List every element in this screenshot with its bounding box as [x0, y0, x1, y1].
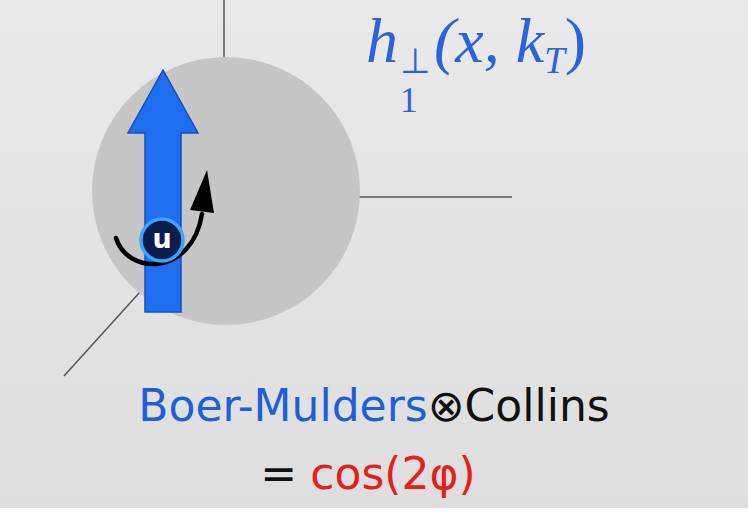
- formula: h⊥1(x, kT): [366, 6, 586, 118]
- caption-term: Boer-Mulders: [138, 380, 427, 431]
- bottom-band: [0, 508, 748, 521]
- formula-symbol: h: [366, 5, 398, 76]
- orbit-arrow: [116, 214, 202, 264]
- result-line: = cos(2φ): [0, 450, 736, 498]
- quark-shape: [141, 219, 183, 261]
- caption-line: Boer-Mulders⊗Collins: [0, 382, 748, 430]
- index-stack: ⊥1: [400, 44, 430, 118]
- background: [0, 0, 748, 508]
- leader-line: [64, 292, 140, 376]
- proton-disc: [92, 57, 360, 325]
- subscript: 1: [400, 83, 430, 118]
- spin-arrow: [128, 70, 198, 312]
- quark-label: u: [152, 225, 171, 252]
- leader-line: [223, 0, 225, 57]
- leader-line: [359, 196, 512, 198]
- equals-sign: =: [260, 448, 297, 499]
- orbit-arrowhead: [190, 170, 214, 213]
- superscript: ⊥: [400, 44, 430, 79]
- formula-bracket: ): [565, 5, 586, 76]
- formula-arguments: (x, k: [434, 5, 544, 76]
- caption-term: ⊗Collins: [428, 380, 610, 431]
- quark-circle: u: [139, 217, 185, 263]
- result-term: cos(2φ): [310, 448, 475, 499]
- subscript: T: [544, 40, 565, 81]
